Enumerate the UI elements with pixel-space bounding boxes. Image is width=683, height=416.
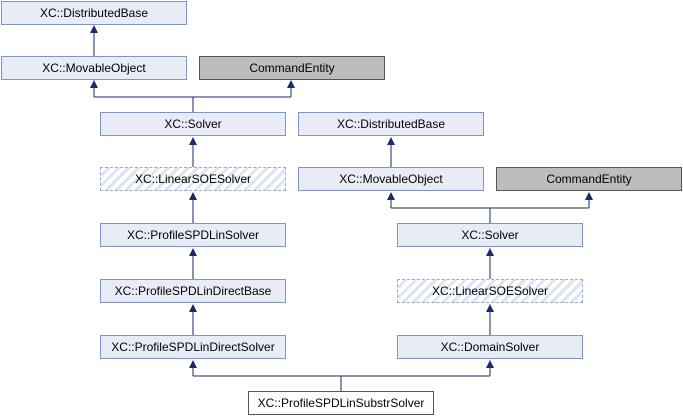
node-profile-spd-lin-solver[interactable]: XC::ProfileSPDLinSolver — [100, 223, 286, 247]
node-profile-spd-lin-direct-solver[interactable]: XC::ProfileSPDLinDirectSolver — [100, 335, 286, 359]
node-movable-object-left[interactable]: XC::MovableObject — [1, 56, 187, 80]
node-linear-soe-solver-right[interactable]: XC::LinearSOESolver — [397, 279, 583, 303]
node-distributed-base-right[interactable]: XC::DistributedBase — [298, 112, 484, 136]
node-domain-solver[interactable]: XC::DomainSolver — [397, 335, 583, 359]
node-solver-right[interactable]: XC::Solver — [397, 223, 583, 247]
node-solver-left[interactable]: XC::Solver — [100, 112, 286, 136]
node-profile-spd-lin-substr-solver: XC::ProfileSPDLinSubstrSolver — [248, 391, 434, 415]
node-command-entity-left: CommandEntity — [199, 56, 385, 80]
node-movable-object-right[interactable]: XC::MovableObject — [298, 167, 484, 191]
node-profile-spd-lin-direct-base[interactable]: XC::ProfileSPDLinDirectBase — [100, 279, 286, 303]
node-distributed-base-left[interactable]: XC::DistributedBase — [1, 1, 187, 25]
node-command-entity-right: CommandEntity — [496, 167, 682, 191]
node-linear-soe-solver-left[interactable]: XC::LinearSOESolver — [100, 167, 286, 191]
